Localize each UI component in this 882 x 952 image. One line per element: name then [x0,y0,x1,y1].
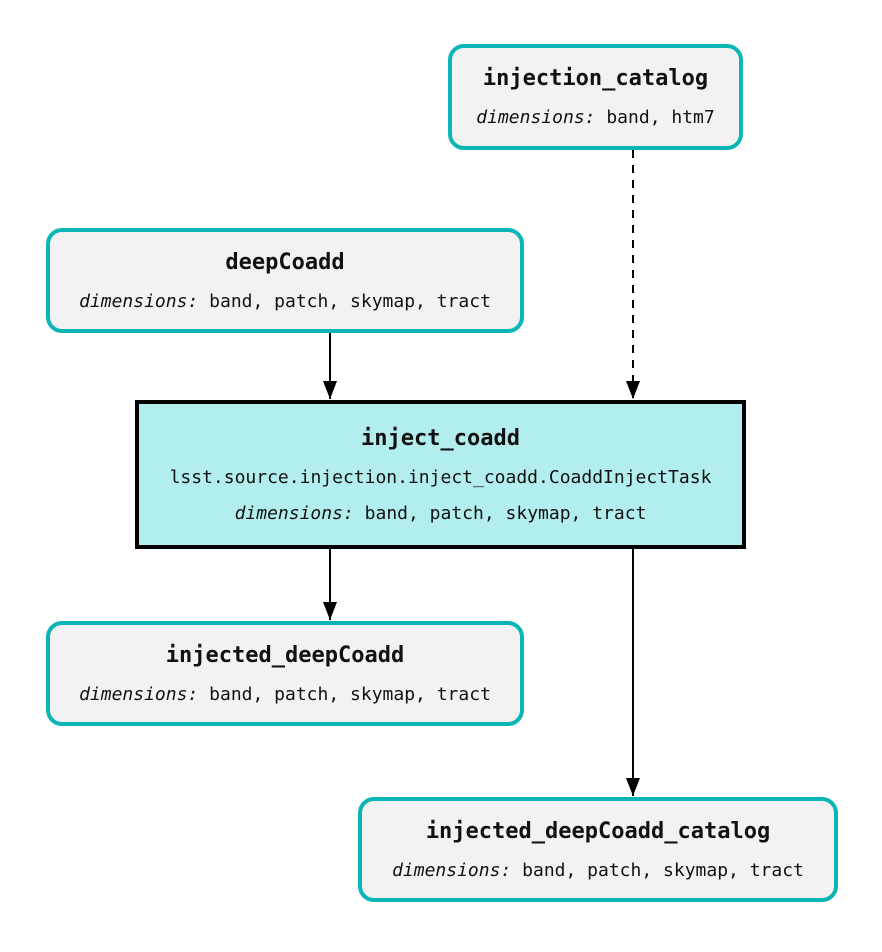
node-injected-deepcoadd: injected_deepCoadd dimensions: band, pat… [46,621,524,726]
node-deepcoadd: deepCoadd dimensions: band, patch, skyma… [46,228,524,333]
node-title: injected_deepCoadd_catalog [425,818,771,844]
node-title: deepCoadd [225,249,345,275]
node-injected-deepcoadd-catalog: injected_deepCoadd_catalog dimensions: b… [358,797,838,902]
node-title: injection_catalog [482,66,709,91]
node-title: inject_coadd [361,425,520,451]
node-dimensions: dimensions: band, htm7 [476,107,714,128]
node-dimensions: dimensions: band, patch, skymap, tract [79,684,491,705]
node-injection-catalog: injection_catalog dimensions: band, htm7 [448,44,743,150]
node-dimensions: dimensions: band, patch, skymap, tract [235,503,647,524]
dimensions-label: dimensions: [79,683,199,705]
task-class-path: lsst.source.injection.inject_coadd.Coadd… [169,466,712,488]
dimensions-value: band, htm7 [606,107,715,128]
dimensions-label: dimensions: [79,290,199,312]
dimensions-label: dimensions: [234,502,354,524]
node-dimensions: dimensions: band, patch, skymap, tract [392,860,804,881]
node-inject-coadd-task: inject_coadd lsst.source.injection.injec… [135,400,746,549]
dimensions-value: band, patch, skymap, tract [209,683,491,705]
node-dimensions: dimensions: band, patch, skymap, tract [79,291,491,312]
dimensions-value: band, patch, skymap, tract [209,290,491,312]
dimensions-label: dimensions: [476,107,596,128]
dimensions-value: band, patch, skymap, tract [364,502,647,524]
dimensions-label: dimensions: [392,859,512,881]
dimensions-value: band, patch, skymap, tract [522,859,804,881]
node-title: injected_deepCoadd [165,642,405,668]
